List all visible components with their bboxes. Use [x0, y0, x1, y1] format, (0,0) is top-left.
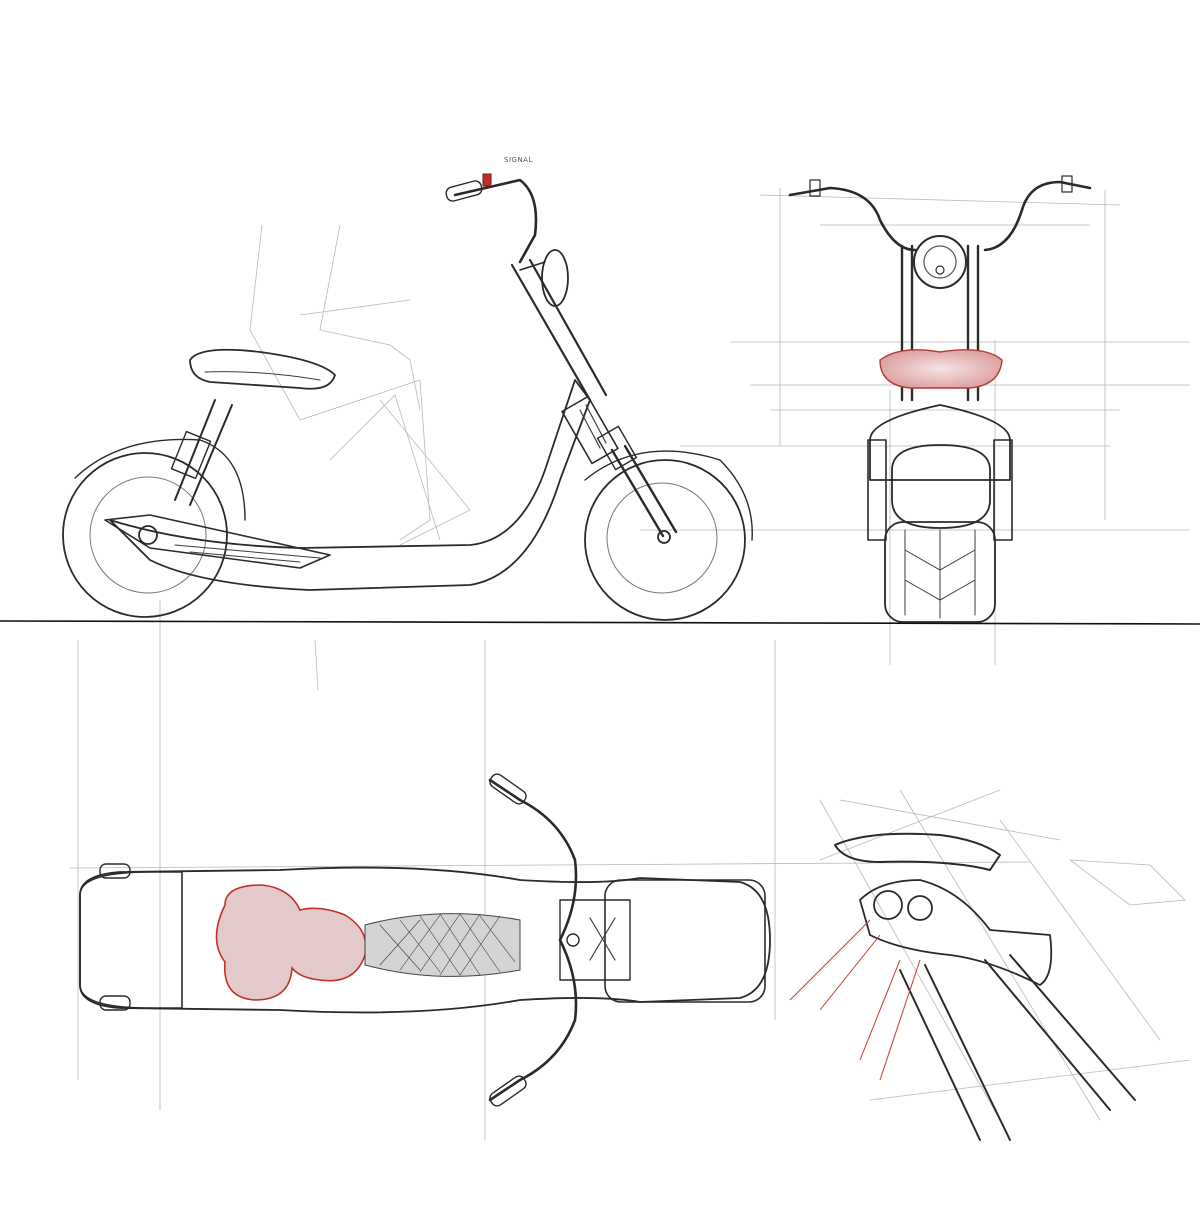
- side-view: [62, 173, 753, 621]
- construction-guides: [69, 188, 1190, 1140]
- detail-view: [789, 789, 1191, 1141]
- signal-annotation: SIGNAL: [504, 156, 533, 164]
- front-view: [788, 175, 1092, 623]
- ground-line: [0, 620, 1200, 625]
- top-view: [79, 773, 771, 1107]
